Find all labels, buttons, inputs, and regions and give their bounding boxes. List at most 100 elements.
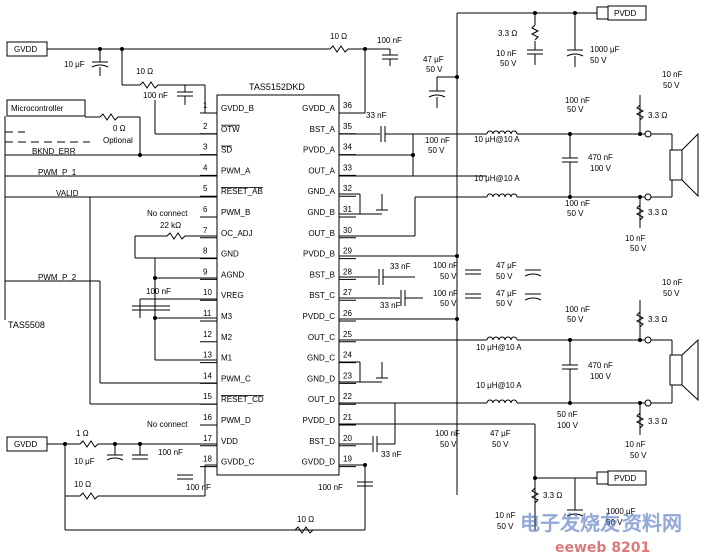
v50-d-label: 50 V bbox=[440, 440, 457, 449]
c100-gv-label: 100 nF bbox=[186, 483, 211, 492]
pin-name: OUT_C bbox=[308, 333, 335, 342]
c33-bst-c-label: 33 nF bbox=[380, 301, 401, 310]
v50-sp2-top-label: 50 V bbox=[567, 315, 584, 324]
r33-bot-label: 3.3 Ω bbox=[543, 491, 562, 500]
pin-name: RESET_CD bbox=[221, 395, 264, 404]
c10n-sp2-top-label: 10 nF bbox=[662, 278, 683, 287]
r10-top-label: 10 Ω bbox=[330, 32, 347, 41]
pin-name: M3 bbox=[221, 312, 233, 321]
c100-d-label: 100 nF bbox=[435, 429, 460, 438]
v50-bot-label: 50 V bbox=[497, 522, 514, 531]
pin-name: GND_C bbox=[307, 354, 335, 363]
pin-number: 27 bbox=[343, 288, 352, 297]
pin-number: 34 bbox=[343, 143, 352, 152]
c33-bst-a-label: 33 nF bbox=[366, 111, 387, 120]
l-c-label: 10 μH@10 A bbox=[476, 343, 522, 352]
r0-label: 0 Ω bbox=[113, 124, 126, 133]
pin-number: 20 bbox=[343, 434, 352, 443]
pin-name: OTW bbox=[221, 125, 240, 134]
microcontroller-box bbox=[6, 99, 86, 117]
pin-name: PWM_C bbox=[221, 374, 251, 383]
pwm-p2-label: PWM_P_2 bbox=[38, 273, 77, 282]
speaker-a-minus-terminal bbox=[644, 193, 652, 201]
pvdd-top-box bbox=[607, 5, 647, 21]
pin-name: PVDD_B bbox=[303, 250, 335, 259]
pin-number: 18 bbox=[203, 455, 212, 464]
pin-name: OUT_D bbox=[308, 395, 335, 404]
pin-name: AGND bbox=[221, 270, 244, 279]
speaker-b-minus-terminal bbox=[644, 399, 652, 407]
l-a-label: 10 μH@10 A bbox=[474, 135, 520, 144]
c470-cd-label: 470 nF bbox=[588, 361, 613, 370]
pin-name: SD bbox=[221, 146, 232, 155]
pin-number: 29 bbox=[343, 247, 352, 256]
pin-number: 14 bbox=[203, 371, 212, 380]
v50-sp-top-label: 50 V bbox=[567, 105, 584, 114]
speaker-a-plus-terminal bbox=[644, 130, 652, 138]
pin-name: OC_ADJ bbox=[221, 229, 253, 238]
watermark-text3: eeweb 8201 bbox=[555, 540, 650, 556]
v50-sp-bot2-label: 50 V bbox=[630, 244, 647, 253]
r33-sp2-bot-label: 3.3 Ω bbox=[648, 417, 667, 426]
optional-label: Optional bbox=[103, 136, 133, 145]
c50-sp2-bot-label: 50 nF bbox=[557, 410, 578, 419]
pin-name: BST_B bbox=[310, 270, 335, 279]
pvdd-bottom-label: PVDD bbox=[614, 474, 636, 483]
c100a-label: 100 nF bbox=[143, 91, 168, 100]
pin-number: 5 bbox=[203, 184, 208, 193]
watermark-text: 电子发烧友 bbox=[520, 511, 620, 535]
pin-name: GVDD_C bbox=[221, 458, 255, 467]
pin-name: BST_C bbox=[309, 291, 335, 300]
gvdd-bottom-label: GVDD bbox=[14, 440, 37, 449]
v50-top2-label: 50 V bbox=[590, 56, 607, 65]
c100-bot-label: 100 nF bbox=[318, 483, 343, 492]
pin-number: 16 bbox=[203, 413, 212, 422]
c10n-top-label: 10 nF bbox=[496, 49, 517, 58]
c10n-sp2-bot-label: 10 nF bbox=[625, 440, 646, 449]
pin-name: GND_B bbox=[307, 208, 335, 217]
pin-name: BST_A bbox=[310, 125, 336, 134]
v100-ab-label: 100 V bbox=[590, 164, 612, 173]
pin-name: GVDD_B bbox=[221, 104, 254, 113]
c47-top-label: 47 μF bbox=[423, 55, 444, 64]
c10n-sp-bot-label: 10 nF bbox=[625, 234, 646, 243]
c100-sp-bot-label: 100 nF bbox=[565, 199, 590, 208]
r10-bot-label: 10 Ω bbox=[297, 515, 314, 524]
v50-b-label: 50 V bbox=[440, 272, 457, 281]
pin-name: GVDD_A bbox=[302, 104, 336, 113]
pin-number: 32 bbox=[343, 184, 352, 193]
c47-b-label: 47 μF bbox=[496, 261, 517, 270]
c10u-b-label: 10 μF bbox=[74, 457, 95, 466]
pin-name: GND bbox=[221, 250, 239, 259]
c10n-sp-top-label: 10 nF bbox=[662, 70, 683, 79]
pin-number: 3 bbox=[203, 143, 208, 152]
c47-c-label: 47 μF bbox=[496, 289, 517, 298]
v50-c47-label: 50 V bbox=[426, 65, 443, 74]
c100-vdd-label: 100 nF bbox=[158, 448, 183, 457]
controller-label: TAS5508 bbox=[8, 320, 45, 330]
v50-sp-bot-label: 50 V bbox=[567, 209, 584, 218]
pin-number: 10 bbox=[203, 288, 212, 297]
c100-b-label: 100 nF bbox=[433, 261, 458, 270]
pin-number: 31 bbox=[343, 205, 352, 214]
pin-name: VREG bbox=[221, 291, 244, 300]
v100-cd-label: 100 V bbox=[590, 372, 612, 381]
pin-number: 23 bbox=[343, 371, 352, 380]
speaker-cd-icon bbox=[669, 354, 683, 386]
r33-sp-top-label: 3.3 Ω bbox=[648, 111, 667, 120]
c100-sp-top-label: 100 nF bbox=[565, 96, 590, 105]
pin-name: PVDD_D bbox=[303, 416, 336, 425]
pin-number: 30 bbox=[343, 226, 352, 235]
r10a-label: 10 Ω bbox=[136, 67, 153, 76]
pin-number: 25 bbox=[343, 330, 352, 339]
nc1-label: No connect bbox=[147, 209, 188, 218]
v50-c-label: 50 V bbox=[440, 299, 457, 308]
microcontroller-label: Microcontroller bbox=[11, 104, 64, 113]
v50-sp-top2-label: 50 V bbox=[663, 81, 680, 90]
c33-bst-d-label: 33 nF bbox=[381, 450, 402, 459]
watermark-text2: 资料网 bbox=[622, 511, 682, 535]
pin-number: 28 bbox=[343, 267, 352, 276]
pin-name: PWM_B bbox=[221, 208, 250, 217]
pin-number: 17 bbox=[203, 434, 212, 443]
